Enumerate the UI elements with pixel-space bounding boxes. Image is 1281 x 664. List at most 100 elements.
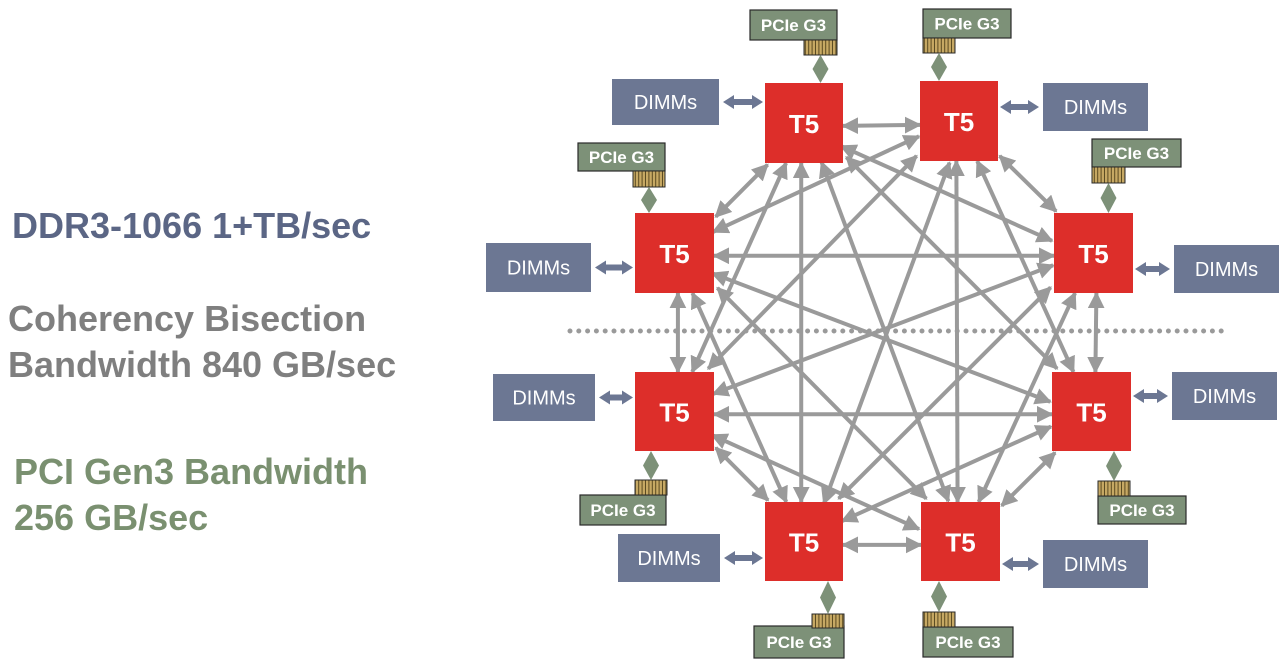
pcie-label: PCIe G3: [766, 633, 831, 652]
node-label: T5: [659, 239, 689, 269]
dimms-n6[interactable]: DIMMs: [1133, 372, 1277, 420]
pcie-card-body[interactable]: [579, 494, 667, 526]
cpu-node-n1[interactable]: T5: [765, 83, 843, 163]
arrow-shaft: [1143, 393, 1158, 399]
node-label: T5: [789, 528, 819, 558]
pcie-link-diamond-icon: [643, 451, 659, 480]
memory-link-arrow: [595, 260, 633, 275]
cpu-node-n8[interactable]: T5: [921, 502, 1000, 581]
pcie-link-diamond-icon: [931, 53, 947, 81]
pcie-connector-pins-icon: [811, 613, 845, 629]
cpu-node-n5[interactable]: T5: [635, 372, 714, 451]
pcie-card-body[interactable]: [922, 626, 1014, 658]
memory-link-arrow: [1002, 557, 1039, 571]
dimms-box[interactable]: [1043, 83, 1148, 131]
coherency-bandwidth-stat-line1: Coherency Bisection: [8, 298, 367, 339]
arrow-head-right-icon: [1157, 389, 1168, 403]
t5-chip[interactable]: [635, 213, 714, 293]
arrow-head-left-icon: [723, 95, 734, 109]
cpu-node-n2[interactable]: T5: [920, 81, 998, 161]
pcie-card-body[interactable]: [1097, 495, 1187, 525]
pcie-card-n2[interactable]: PCIe G3: [922, 8, 1012, 81]
memory-link-arrow: [1133, 389, 1168, 403]
links-layer: [669, 116, 1105, 554]
cpu-node-n6[interactable]: T5: [1052, 372, 1131, 451]
arrow-shaft: [1145, 266, 1160, 272]
arrow-head-right-icon: [1028, 557, 1039, 571]
dimms-label: DIMMs: [634, 92, 697, 114]
arrow-shaft: [734, 555, 753, 561]
pcie-card-body[interactable]: [749, 9, 838, 41]
pci-bandwidth-stat-line1: PCI Gen3 Bandwidth: [14, 451, 369, 492]
memory-link-arrow: [1000, 100, 1039, 114]
pcie-card-n8[interactable]: PCIe G3: [922, 581, 1014, 658]
pcie-card-n6[interactable]: PCIe G3: [1097, 451, 1187, 525]
pcie-connector-pins-icon: [1091, 166, 1126, 184]
pcie-card-body[interactable]: [753, 625, 845, 659]
dimms-box[interactable]: [1174, 245, 1279, 293]
pcie-label: PCIe G3: [761, 16, 826, 35]
pcie-card-n5[interactable]: PCIe G3: [579, 451, 668, 526]
t5-chip[interactable]: [920, 81, 998, 161]
dimms-box[interactable]: [612, 79, 719, 125]
pcie-connector-pins-icon: [1097, 480, 1131, 497]
pcie-link-diamond-icon: [1100, 183, 1117, 213]
dimms-n4[interactable]: DIMMs: [1135, 245, 1279, 293]
dimms-box[interactable]: [618, 534, 720, 582]
pcie-link-diamond-icon: [1106, 451, 1122, 481]
pcie-card-n4[interactable]: PCIe G3: [1091, 138, 1182, 213]
arrow-head-right-icon: [752, 551, 763, 565]
pcie-card-body[interactable]: [1091, 138, 1182, 168]
pcie-card-body[interactable]: [577, 142, 666, 172]
arrow-shaft: [733, 99, 753, 105]
arrow-head-right-icon: [622, 260, 633, 275]
t5-chip[interactable]: [765, 502, 843, 581]
t5-chip[interactable]: [765, 83, 843, 163]
t5-chip[interactable]: [635, 372, 714, 451]
arrow-head-left-icon: [1000, 100, 1011, 114]
pcie-link-diamond-icon: [641, 187, 657, 213]
memory-link-arrow: [723, 95, 763, 109]
pcie-card-body[interactable]: [922, 8, 1012, 39]
t5-chip[interactable]: [1054, 213, 1133, 293]
link-n2-n4: [998, 154, 1058, 213]
dimms-n3[interactable]: DIMMs: [486, 243, 633, 292]
arrow-head-right-icon: [1159, 262, 1170, 276]
pcie-label: PCIe G3: [589, 148, 654, 167]
memory-bandwidth-stat: DDR3-1066 1+TB/sec: [12, 205, 372, 246]
dimms-box[interactable]: [493, 374, 595, 421]
dimms-n7[interactable]: DIMMs: [618, 534, 763, 582]
pcie-connector-pins-icon: [803, 39, 838, 56]
dimms-n1[interactable]: DIMMs: [612, 79, 763, 125]
pci-bandwidth-stat-line2: 256 GB/sec: [14, 497, 209, 538]
coherency-bandwidth-stat-line2: Bandwidth 840 GB/sec: [8, 344, 397, 385]
cpu-node-n7[interactable]: T5: [765, 502, 843, 581]
memory-link-arrow: [724, 551, 763, 565]
arrow-shaft: [605, 264, 623, 271]
cpu-node-n3[interactable]: T5: [635, 213, 714, 293]
cpu-node-n4[interactable]: T5: [1054, 213, 1133, 293]
memory-link-arrow: [1135, 262, 1170, 276]
arrow-shaft: [1010, 104, 1029, 110]
pcie-card-n7[interactable]: PCIe G3: [753, 581, 845, 659]
dimms-box[interactable]: [1172, 372, 1277, 420]
dimms-n8[interactable]: DIMMs: [1002, 540, 1148, 588]
dimms-label: DIMMs: [1193, 386, 1256, 408]
dimms-n5[interactable]: DIMMs: [493, 374, 633, 421]
dimms-n2[interactable]: DIMMs: [1000, 83, 1148, 131]
pcie-link-diamond-icon: [812, 55, 829, 83]
dimms-box[interactable]: [486, 243, 591, 292]
pcie-card-n1[interactable]: PCIe G3: [749, 9, 838, 83]
link-n4-n7: [837, 286, 1053, 501]
t5-chip[interactable]: [1052, 372, 1131, 451]
link-n1-n2: [841, 116, 922, 135]
arrow-head-right-icon: [752, 95, 763, 109]
pcie-card-n3[interactable]: PCIe G3: [577, 142, 666, 213]
dimms-label: DIMMs: [1064, 554, 1127, 576]
arrow-head-left-icon: [1133, 389, 1144, 403]
pcie-label: PCIe G3: [1109, 501, 1174, 520]
t5-chip[interactable]: [921, 502, 1000, 581]
dimms-box[interactable]: [1043, 540, 1148, 588]
dimms-label: DIMMs: [507, 258, 570, 280]
